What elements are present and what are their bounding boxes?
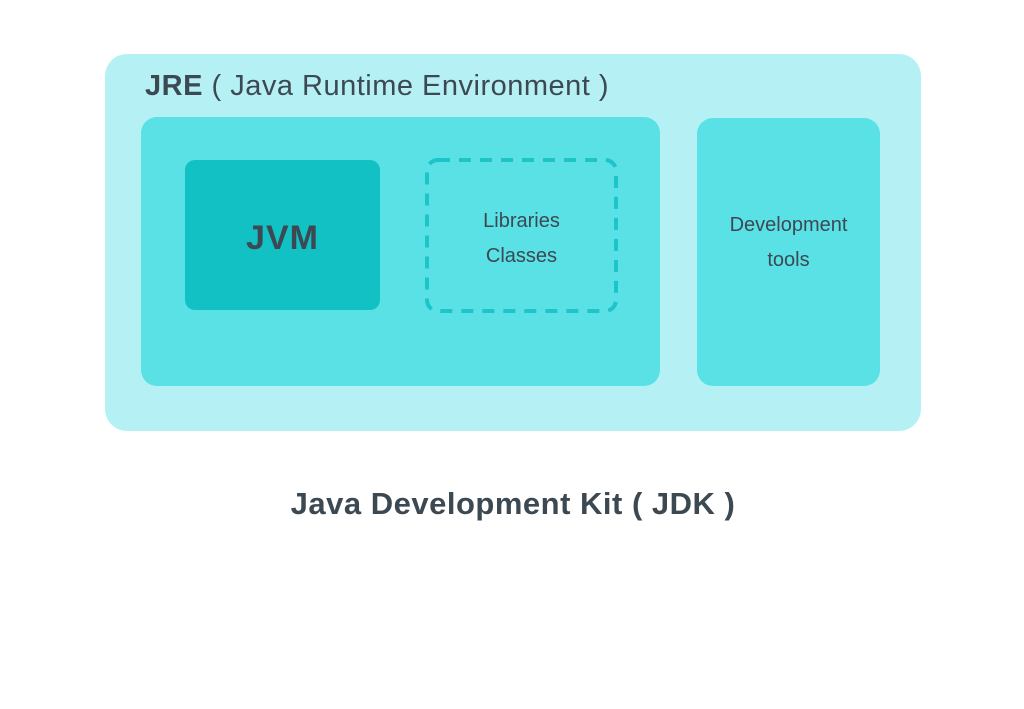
jre-title-rest: ( Java Runtime Environment ) <box>202 70 610 102</box>
devtools-label-line2: tools <box>767 249 810 271</box>
jre-box: JRE ( Java Runtime Environment ) JVM Lib… <box>105 54 921 431</box>
libraries-classes-box: Libraries Classes <box>425 158 618 313</box>
jre-title: JRE ( Java Runtime Environment ) <box>145 66 609 106</box>
jre-runtime-container: JVM Libraries Classes <box>141 117 660 386</box>
jvm-box: JVM <box>185 160 380 310</box>
devtools-label-line1: Development <box>729 214 848 236</box>
jre-title-abbr: JRE <box>145 70 203 102</box>
jdk-caption: Java Development Kit ( JDK ) <box>290 486 736 521</box>
jvm-label: JVM <box>246 218 319 257</box>
libraries-label-line2: Classes <box>485 244 558 267</box>
development-tools-label: Development tools <box>730 208 848 278</box>
libraries-classes-label: Libraries Classes <box>483 204 560 274</box>
development-tools-box: Development tools <box>697 118 880 386</box>
libraries-label-line1: Libraries <box>483 209 560 232</box>
